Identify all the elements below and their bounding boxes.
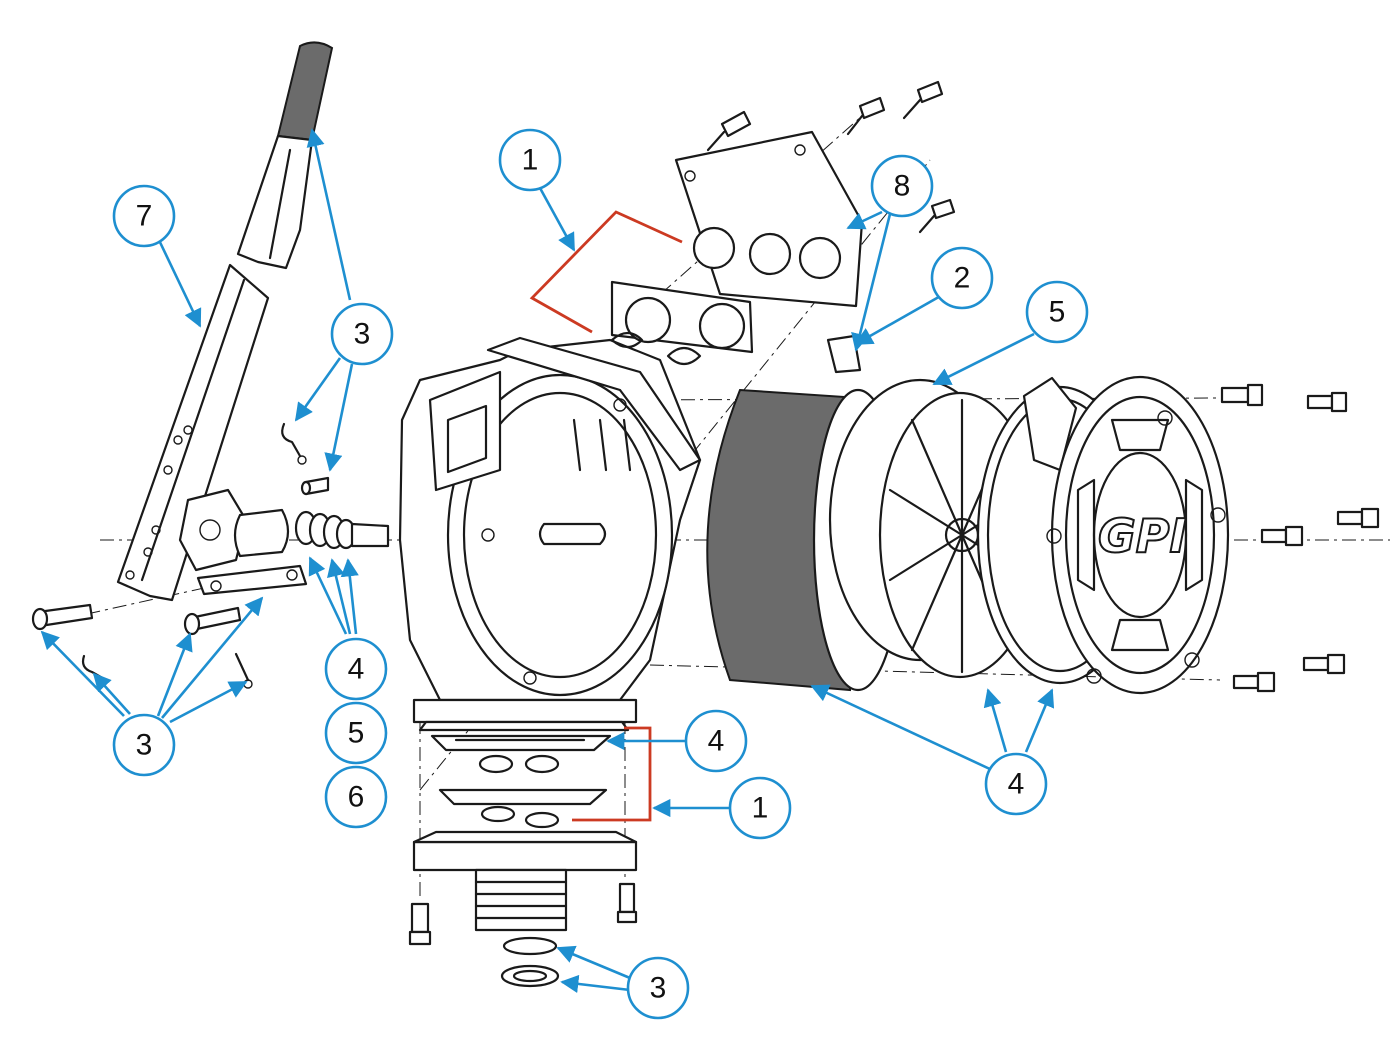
right-bolts: [1220, 383, 1380, 693]
callouts: 1 7 8 2 5 3 4 5: [112, 128, 1089, 1020]
callout-1-valve-label: 1: [752, 792, 769, 825]
callout-1-valve: 1: [728, 776, 792, 840]
callout-4-covers-label: 4: [1008, 768, 1025, 801]
top-bolts: [706, 80, 956, 234]
callout-7: 7: [112, 184, 176, 248]
logo-gpi: GPI: [1098, 509, 1187, 563]
handle-lever: [116, 263, 270, 602]
callout-1-top: 1: [498, 128, 562, 192]
callout-5-left-label: 5: [348, 717, 365, 750]
pump-body: [398, 336, 702, 702]
callout-4-shaft-label: 4: [348, 653, 365, 686]
callout-3-strainer: 3: [626, 956, 690, 1020]
leader-lines: [40, 128, 1055, 993]
callout-7-label: 7: [136, 200, 153, 233]
handle-grip: [236, 41, 334, 270]
callout-6-label: 6: [348, 781, 365, 814]
callout-3-handle-label: 3: [354, 318, 371, 351]
callout-4-covers: 4: [984, 752, 1048, 816]
callout-2-label: 2: [954, 262, 971, 295]
callout-3-pins: 3: [112, 713, 176, 777]
top-valve-assembly: [610, 130, 864, 374]
red-brackets: [529, 210, 683, 822]
bracket-bottom-valves: [572, 726, 652, 822]
callout-3-handle: 3: [330, 302, 394, 366]
callout-3-pins-label: 3: [136, 729, 153, 762]
callout-4-valve: 4: [684, 709, 748, 773]
callout-8-label: 8: [894, 170, 911, 203]
line-art: GPI: [31, 41, 1390, 988]
callout-5-left: 5: [324, 701, 388, 765]
callout-5-right: 5: [1025, 280, 1089, 344]
end-cover: GPI: [1046, 375, 1230, 695]
callout-4-shaft: 4: [324, 637, 388, 701]
callout-4-valve-label: 4: [708, 725, 725, 758]
bottom-valve-stack: [408, 698, 638, 988]
bracket-top-valves: [529, 210, 683, 334]
callout-6: 6: [324, 765, 388, 829]
callout-2: 2: [930, 246, 994, 310]
linkage-and-shaft: [178, 488, 390, 596]
callout-1-top-label: 1: [522, 144, 539, 177]
callout-8: 8: [870, 154, 934, 218]
callout-5-right-label: 5: [1049, 296, 1066, 329]
callout-3-strainer-label: 3: [650, 972, 667, 1005]
